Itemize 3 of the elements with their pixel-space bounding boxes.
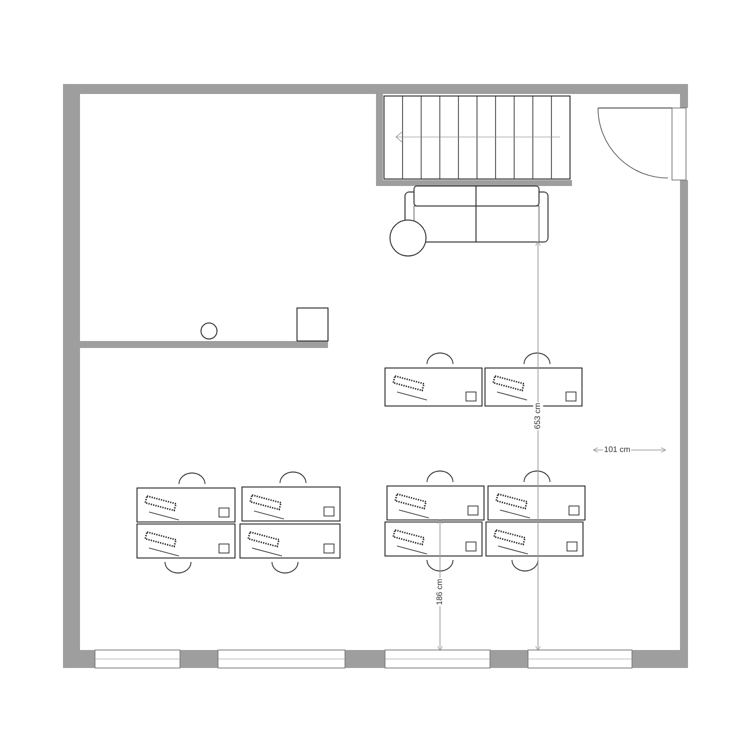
dimension-label: 186 cm <box>435 578 446 606</box>
dimension-label: 653 cm <box>533 402 544 430</box>
dimension-label: 101 cm <box>603 445 632 455</box>
